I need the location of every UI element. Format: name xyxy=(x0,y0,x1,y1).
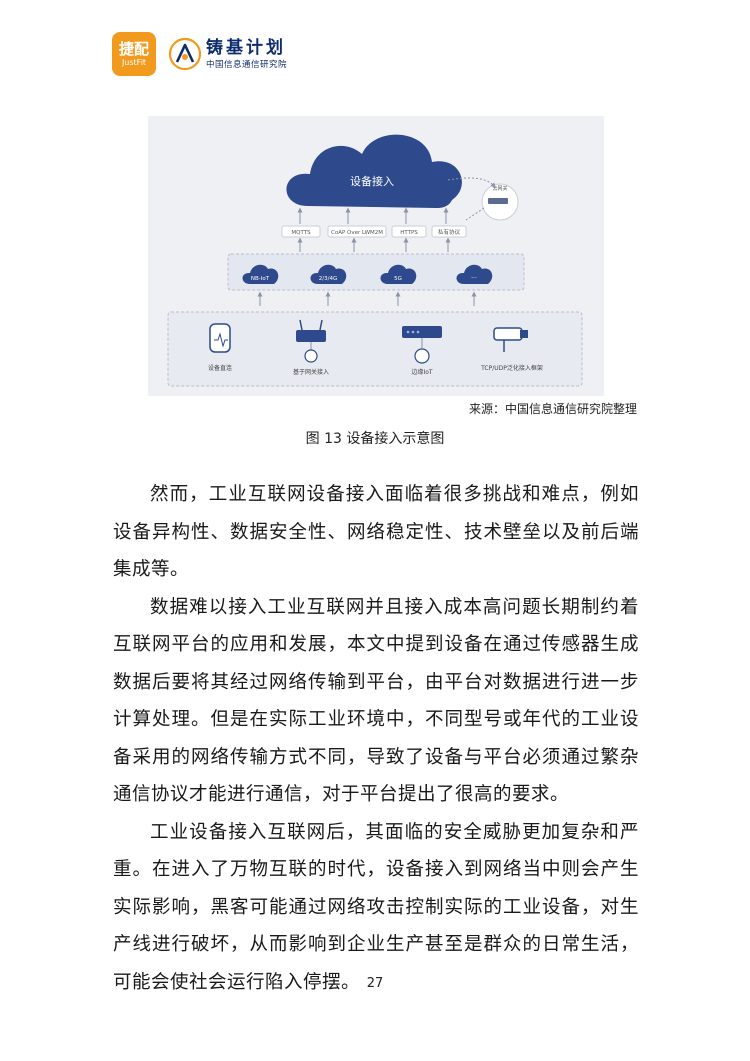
edge-device-icon xyxy=(402,326,442,338)
network-label: ··· xyxy=(471,275,477,282)
device-label: 设备直连 xyxy=(208,364,232,372)
camera-icon xyxy=(493,327,523,341)
device-direct: 设备直连 xyxy=(208,323,232,372)
gateway-label: 云网关 xyxy=(492,185,507,192)
device-access-cloud: 设备接入 xyxy=(286,134,462,208)
network-nbiot: NB-IoT xyxy=(242,264,279,284)
network-label: 2/3/4G xyxy=(319,276,337,282)
network-row: NB-IoT 2/3/4G 5G ··· xyxy=(242,264,493,284)
protocol-label: 私有协议 xyxy=(438,228,461,236)
paragraph: 然而，工业互联网设备接入面临着很多挑战和难点，例如设备异构性、数据安全性、网络稳… xyxy=(113,484,639,580)
zhuji-logo: 铸基计划 中国信息通信研究院 xyxy=(168,37,287,71)
cloud-gateway: 云网关 xyxy=(481,183,519,221)
network-more: ··· xyxy=(456,264,493,284)
page-header: 捷配 JustFit 铸基计划 中国信息通信研究院 xyxy=(112,32,287,76)
figure-source: 来源：中国信息通信研究院整理 xyxy=(468,402,637,416)
justfit-logo: 捷配 JustFit xyxy=(112,32,156,76)
paragraph: 工业设备接入互联网后，其面临的安全威胁更加复杂和严重。在进入了万物互联的时代，设… xyxy=(113,821,639,993)
justfit-logo-cn: 捷配 xyxy=(118,39,149,58)
router-icon xyxy=(296,330,326,342)
page-number: 27 xyxy=(366,976,384,991)
protocol-label: CoAP Over LWM2M xyxy=(331,230,383,236)
protocol-label: HTTPS xyxy=(400,230,418,236)
device-gateway: 基于网关接入 xyxy=(293,319,329,376)
body-text: 然而，工业互联网设备接入面临着很多挑战和难点，例如设备异构性、数据安全性、网络稳… xyxy=(113,476,639,1001)
network-234g: 2/3/4G xyxy=(310,264,347,284)
device-access-diagram: 设备接入 云网关 MQTTS CoAP Over LWM2M HTTPS 私有协… xyxy=(148,116,604,396)
device-label: TCP/UDP泛化接入框架 xyxy=(480,364,543,372)
network-label: NB-IoT xyxy=(251,276,270,282)
figure-caption: 图 13 设备接入示意图 xyxy=(305,431,445,447)
zhuji-logo-title: 铸基计划 xyxy=(206,38,286,58)
device-label: 边缘IoT xyxy=(411,368,432,376)
paragraph: 数据难以接入工业互联网并且接入成本高问题长期制约着互联网平台的应用和发展，本文中… xyxy=(113,596,639,806)
protocol-label: MQTTS xyxy=(291,230,311,236)
protocol-row: MQTTS CoAP Over LWM2M HTTPS 私有协议 xyxy=(281,225,467,238)
smartwatch-icon xyxy=(209,323,231,353)
justfit-logo-en: JustFit xyxy=(121,57,147,67)
device-label: 基于网关接入 xyxy=(293,368,329,376)
network-5g: 5G xyxy=(380,264,417,284)
cloud-label: 设备接入 xyxy=(350,174,394,188)
device-tcp-udp: TCP/UDP泛化接入框架 xyxy=(480,327,543,372)
zhuji-logo-subtitle: 中国信息通信研究院 xyxy=(206,60,288,70)
network-label: 5G xyxy=(394,276,402,282)
device-edge-iot: 边缘IoT xyxy=(402,326,442,376)
zhuji-emblem-icon xyxy=(168,37,202,71)
diagram-canvas: 设备接入 云网关 MQTTS CoAP Over LWM2M HTTPS 私有协… xyxy=(167,134,583,387)
